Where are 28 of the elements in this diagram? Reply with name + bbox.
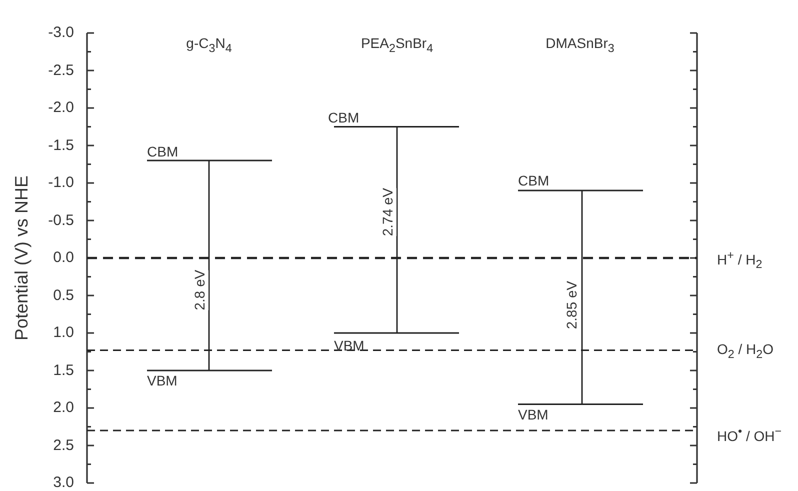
axis-tick-label: -1.5 <box>48 136 74 154</box>
axis-tick-label: 0.5 <box>53 286 74 304</box>
axis-tick-label: 2.0 <box>53 399 74 417</box>
axis-title: Potential (V) vs NHE <box>12 175 32 341</box>
axis-tick-label: 2.5 <box>53 436 74 454</box>
axis-tick-label: 1.0 <box>53 324 74 342</box>
axis-tick-label: 1.5 <box>53 362 74 380</box>
band-label: VBM <box>334 338 364 354</box>
column-heading: g-C$_{3}$N$_{4}$ <box>186 35 232 57</box>
band-label: CBM <box>328 110 360 126</box>
column-heading: PEA$_{2}$SnBr$_{4}$ <box>360 35 434 57</box>
column-heading: DMASnBr$_{3}$ <box>546 35 614 57</box>
band-label: CBM <box>518 172 550 190</box>
axis-tick-label: 0.0 <box>53 249 74 267</box>
band-label: VBM <box>147 372 178 390</box>
axis-tick-label: -1.0 <box>48 174 74 192</box>
redox-level-label: O$_{2}$ / H$_{2}$O <box>717 341 774 363</box>
redox-level-label: H$^{+}$ / H$_{2}$ <box>717 248 762 274</box>
axis-tick-label: -0.5 <box>48 212 74 230</box>
axis-tick-label: -2.5 <box>48 62 74 80</box>
band-gap-label: 2.74 eV <box>380 188 396 236</box>
band-label: CBM <box>147 144 178 160</box>
band-label: VBM <box>518 406 548 424</box>
axis-tick-label: -2.0 <box>48 99 74 117</box>
axis-tick-label: -3.0 <box>48 24 74 42</box>
band-gap-label: 2.8 eV <box>192 270 208 310</box>
axis-tick-label: 3.0 <box>53 474 74 491</box>
redox-level-label: HO$^{•}$ / OH$^{−}$ <box>717 424 782 445</box>
